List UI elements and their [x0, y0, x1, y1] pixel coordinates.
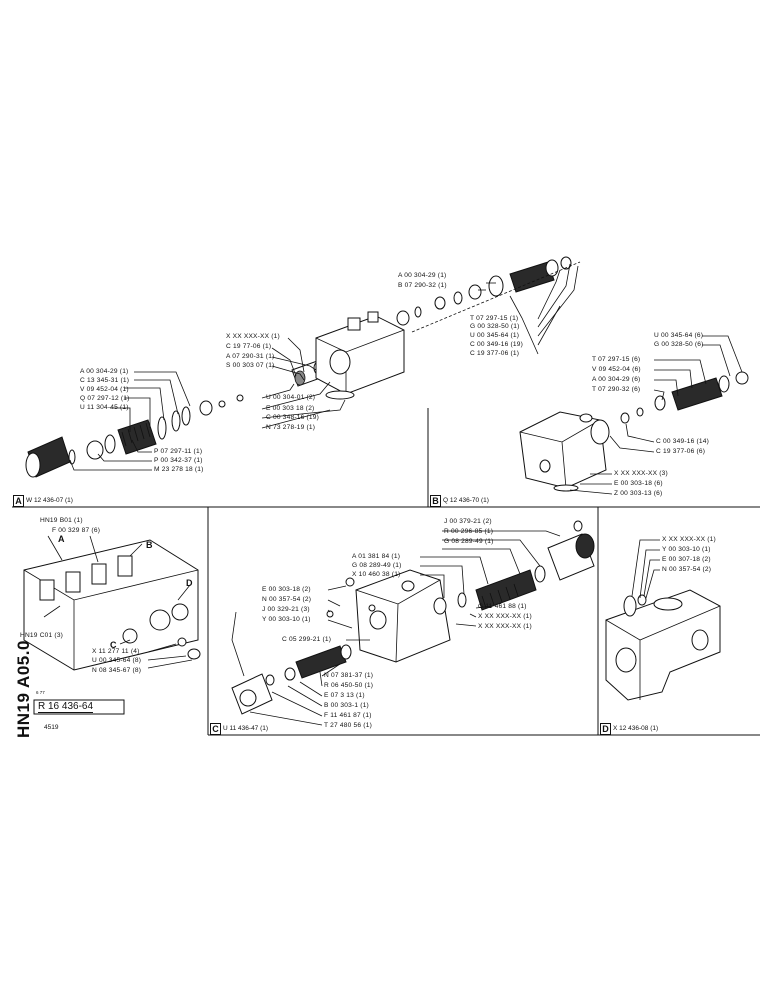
- label-c-10: Y 00 303-10 (1): [262, 616, 311, 623]
- overview-label-3: HN19 C01 (3): [20, 632, 64, 639]
- label-a-6: P 07 297-11 (1): [154, 448, 203, 455]
- label-a-3: V 09 452-04 (1): [80, 386, 129, 393]
- overview-label-6: N 08 345-67 (8): [92, 667, 142, 674]
- panel-d-letter: D: [600, 723, 611, 735]
- label-a-15: C 00 348-16 (19): [266, 414, 320, 421]
- label-c-14: X XX XXX-XX (1): [478, 623, 532, 630]
- label-b-1: U 00 345-64 (6): [654, 332, 704, 339]
- label-d-4: N 00 357-54 (2): [662, 566, 712, 573]
- label-d-1: X XX XXX-XX (1): [662, 536, 716, 543]
- label-d-3: E 00 307-18 (2): [662, 556, 711, 563]
- label-b-2: G 00 328-50 (6): [654, 341, 704, 348]
- label-c-15: N 07 381-37 (1): [324, 672, 374, 679]
- label-a-21: U 00 345-64 (1): [470, 332, 520, 339]
- label-c-2: R 00 296-85 (1): [444, 528, 494, 535]
- panel-b-ref: Q 12 436-70 (1): [443, 497, 489, 504]
- label-a-8: M 23 278 18 (1): [154, 466, 204, 473]
- valve-block-d: [605, 589, 721, 701]
- overview-label-1: HN19 B01 (1): [40, 517, 83, 524]
- panel-d-parts: [605, 539, 721, 701]
- callout-d: D: [186, 578, 193, 588]
- label-a-17: A 00 304-29 (1): [398, 272, 447, 279]
- part-number-box: [33, 699, 125, 715]
- callout-b: B: [146, 540, 153, 550]
- label-b-3: T 07 297-15 (6): [592, 356, 641, 363]
- label-b-7: C 00 349-16 (14): [656, 438, 710, 445]
- overview-assembly: [23, 535, 201, 671]
- overview-label-2: F 00 329 87 (6): [52, 527, 101, 534]
- label-b-6: T 07 290-32 (6): [592, 386, 641, 393]
- label-a-9: X XX XXX-XX (1): [226, 333, 280, 340]
- label-a-14: E 00 303 18 (2): [266, 405, 315, 412]
- valve-block-c: [355, 569, 451, 663]
- label-c-6: X 10 460 38 (1): [352, 571, 401, 578]
- label-a-1: A 00 304-29 (1): [80, 368, 129, 375]
- label-c-13: X XX XXX-XX (1): [478, 613, 532, 620]
- label-c-16: R 06 450-50 (1): [324, 682, 374, 689]
- panel-a-letter: A: [13, 495, 24, 507]
- label-b-4: V 09 452-04 (6): [592, 366, 641, 373]
- panel-d-ref: X 12 436-08 (1): [613, 725, 659, 732]
- label-a-23: C 19 377-06 (1): [470, 350, 520, 357]
- label-b-5: A 00 304-29 (6): [592, 376, 641, 383]
- end-cap-face: [25, 452, 41, 478]
- label-c-8: N 00 357-54 (2): [262, 596, 312, 603]
- panel-a-parts: [25, 256, 581, 478]
- label-c-18: B 00 303-1 (1): [324, 702, 369, 709]
- label-c-11: C 05 299-21 (1): [282, 636, 332, 643]
- label-a-12: S 00 303 07 (1): [226, 362, 275, 369]
- label-a-13: U 00 304-01 (2): [266, 394, 316, 401]
- label-a-7: P 00 342-37 (1): [154, 457, 203, 464]
- sheet-big-ref: HN19 A05.0: [14, 640, 33, 738]
- overview-label-5: U 00 345-64 (8): [92, 657, 142, 664]
- panel-b-letter: B: [430, 495, 441, 507]
- overview-label-4: X 11 277 11 (4): [92, 648, 140, 655]
- label-a-2: C 13 345-31 (1): [80, 377, 130, 384]
- label-c-1: J 00 379-21 (2): [444, 518, 492, 525]
- label-a-5: U 11 304-45 (1): [80, 404, 129, 411]
- label-b-9: X XX XXX-XX (3): [614, 470, 668, 477]
- label-c-5: G 08 289-49 (1): [352, 562, 402, 569]
- label-a-22: C 00 349-16 (19): [470, 341, 524, 348]
- label-b-11: Z 00 303-13 (6): [614, 490, 663, 497]
- label-a-19: T 07 297-15 (1): [470, 315, 519, 322]
- label-c-3: G 08 289-49 (1): [444, 538, 494, 545]
- label-c-7: E 00 303-18 (2): [262, 586, 311, 593]
- panel-a-leaders: [69, 263, 579, 471]
- panel-c-ref: U 11 436-47 (1): [223, 725, 269, 732]
- label-a-16: N 73 278-19 (1): [266, 424, 316, 431]
- callout-c: C: [110, 640, 117, 650]
- label-c-19: F 11 461 87 (1): [324, 712, 372, 719]
- panel-a-ref: W 12 436-07 (1): [26, 497, 73, 504]
- label-a-10: C 19 77-06 (1): [226, 343, 272, 350]
- label-b-10: E 00 303-18 (6): [614, 480, 663, 487]
- label-a-4: Q 07 297-12 (1): [80, 395, 130, 402]
- callout-a: A: [58, 534, 65, 544]
- panel-c-parts: [231, 520, 595, 726]
- label-c-9: J 00 329-21 (3): [262, 606, 310, 613]
- label-a-20: G 00 328-50 (1): [470, 323, 520, 330]
- panel-b-parts: [519, 335, 749, 495]
- sheet-small-ref: 6 77: [36, 690, 45, 695]
- label-c-4: A 01 381 84 (1): [352, 553, 401, 560]
- label-c-12: G 11 461 88 (1): [478, 603, 527, 610]
- label-a-11: A 07 290-31 (1): [226, 353, 275, 360]
- label-b-8: C 19 377-06 (6): [656, 448, 706, 455]
- sub-number: 4519: [44, 724, 59, 731]
- panel-c-letter: C: [210, 723, 221, 735]
- label-c-17: E 07 3 13 (1): [324, 692, 365, 699]
- label-d-2: Y 00 303-10 (1): [662, 546, 711, 553]
- part-number: R 16 436-64: [38, 701, 94, 713]
- label-a-18: B 07 290-32 (1): [398, 282, 447, 289]
- label-c-20: T 27 480 56 (1): [324, 722, 372, 729]
